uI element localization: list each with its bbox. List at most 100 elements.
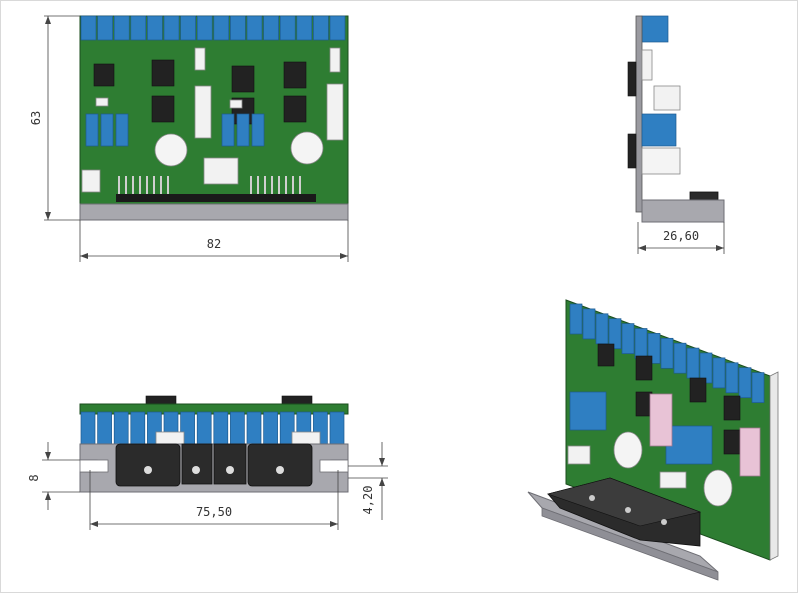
- iso-chip: [723, 395, 741, 421]
- iso-terminal: [673, 342, 687, 374]
- iso-terminal: [686, 347, 700, 379]
- front-terminal: [246, 411, 262, 447]
- side-terminal: [641, 15, 669, 43]
- iso-connector: [649, 393, 673, 447]
- dim-front-offset: 4,20: [361, 486, 375, 515]
- terminal-block: [113, 15, 130, 41]
- iso-terminal: [595, 313, 609, 345]
- iso-chip: [635, 391, 653, 417]
- terminal-block: [97, 15, 113, 41]
- screw-hole: [226, 466, 234, 474]
- iso-pcb-edge: [769, 371, 779, 561]
- top-base-plate: [79, 203, 349, 221]
- pin: [139, 176, 141, 196]
- front-dimensions: 8 75,50 4,20: [27, 442, 388, 530]
- iso-terminal: [634, 328, 648, 359]
- screw-hole: [144, 466, 152, 474]
- iso-pot-block: [665, 425, 713, 465]
- iso-capacitor: [613, 431, 643, 469]
- top-dimensions: 63 82: [29, 15, 349, 262]
- heatsink: [115, 443, 181, 487]
- iso-pot-block: [569, 391, 607, 431]
- iso-chip: [723, 429, 741, 455]
- terminal-block: [147, 15, 163, 41]
- iso-capacitor: [703, 469, 733, 507]
- terminal-block: [163, 15, 180, 41]
- heatsink: [247, 443, 313, 487]
- pin: [299, 176, 301, 196]
- front-terminal: [97, 411, 112, 447]
- iso-terminal: [660, 337, 674, 369]
- pin: [146, 176, 148, 196]
- trimmer-pot: [100, 113, 114, 147]
- terminal-block: [246, 15, 263, 41]
- iso-connector: [739, 427, 761, 477]
- terminal-block: [80, 15, 97, 41]
- heatsink: [181, 443, 213, 485]
- side-base: [641, 199, 725, 223]
- pin: [264, 176, 266, 196]
- pin: [118, 176, 120, 196]
- front-terminal: [213, 411, 229, 447]
- ic-chip: [231, 65, 255, 93]
- pin: [167, 176, 169, 196]
- iso-connector: [567, 445, 591, 465]
- dim-side-depth: 26,60: [663, 229, 699, 243]
- iso-screw: [661, 519, 667, 525]
- iso-terminal-row: [569, 303, 765, 403]
- pin: [292, 176, 294, 196]
- iso-chip: [597, 343, 615, 367]
- dim-top-height: 63: [29, 111, 43, 125]
- trimmer-pot: [236, 113, 250, 147]
- capacitor: [290, 131, 324, 165]
- side-pcb-edge: [635, 15, 643, 213]
- iso-terminal: [712, 357, 726, 389]
- top-view: [79, 15, 349, 221]
- pin: [160, 176, 162, 196]
- side-chip: [627, 133, 637, 169]
- dim-top-width: 82: [207, 237, 221, 251]
- terminal-block: [263, 15, 279, 41]
- small-component: [229, 99, 243, 109]
- header-connector: [194, 47, 206, 71]
- ic-chip: [283, 61, 307, 89]
- ic-chip: [151, 59, 175, 87]
- dim-front-slot-width: 8: [27, 474, 41, 481]
- iso-terminal: [582, 308, 596, 340]
- side-pot: [641, 113, 677, 147]
- ic-chip: [151, 95, 175, 123]
- iso-terminal: [738, 367, 752, 399]
- header-connector: [194, 85, 212, 139]
- iso-screw: [625, 507, 631, 513]
- screw-hole: [276, 466, 284, 474]
- trimmer-pot: [251, 113, 265, 147]
- side-dimensions: 26,60: [637, 222, 725, 254]
- capacitor: [154, 133, 188, 167]
- heatsink: [213, 443, 247, 485]
- front-terminal: [263, 411, 278, 447]
- pin-row: [116, 176, 316, 202]
- side-connector: [653, 85, 681, 111]
- iso-terminal: [621, 323, 635, 354]
- ic-chip: [93, 63, 115, 87]
- screw-hole: [192, 466, 200, 474]
- mounting-slot-left: [79, 459, 109, 473]
- header-connector: [329, 47, 341, 73]
- trimmer-pot: [85, 113, 99, 147]
- iso-terminal: [751, 372, 765, 403]
- side-view: [627, 15, 725, 223]
- iso-screw: [589, 495, 595, 501]
- iso-base-side: [541, 507, 719, 581]
- isometric-view: [527, 299, 779, 581]
- front-view: [79, 395, 349, 493]
- front-terminal: [329, 411, 345, 447]
- iso-chip: [689, 377, 707, 403]
- terminal-block: [196, 15, 213, 41]
- iso-chip: [635, 355, 653, 381]
- pin: [132, 176, 134, 196]
- front-terminal: [230, 411, 245, 447]
- pin: [125, 176, 127, 196]
- terminal-block: [279, 15, 296, 41]
- pin: [278, 176, 280, 196]
